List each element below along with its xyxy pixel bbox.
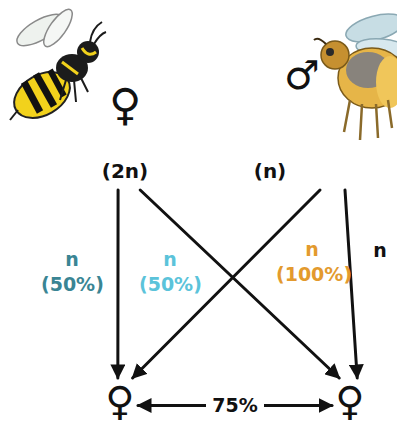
sex-symbol: ♀: [109, 80, 141, 131]
edge-label: n (50%): [139, 247, 201, 296]
edge-label: 75%: [206, 393, 263, 418]
ploidy-label: (n): [254, 160, 287, 183]
sex-symbol-node: ♀ (2n): [100, 78, 150, 190]
wasp-figure: [6, 5, 106, 127]
edge-label: n (100%): [276, 237, 348, 286]
bumblebee-figure: [314, 9, 397, 140]
sex-symbol-node: ♀: [102, 378, 138, 428]
edge-label: n (50%): [41, 247, 103, 296]
sex-symbol: ♀: [335, 378, 364, 424]
sex-symbol-node: ♀: [332, 378, 368, 428]
inheritance-arrow: [116, 190, 119, 378]
edge-label: n: [368, 238, 392, 263]
sex-symbol-node: ♂ (n): [250, 50, 350, 190]
sex-symbol: ♂: [284, 52, 320, 98]
sex-symbol: ♀: [105, 378, 134, 424]
ploidy-label: (2n): [102, 160, 148, 183]
